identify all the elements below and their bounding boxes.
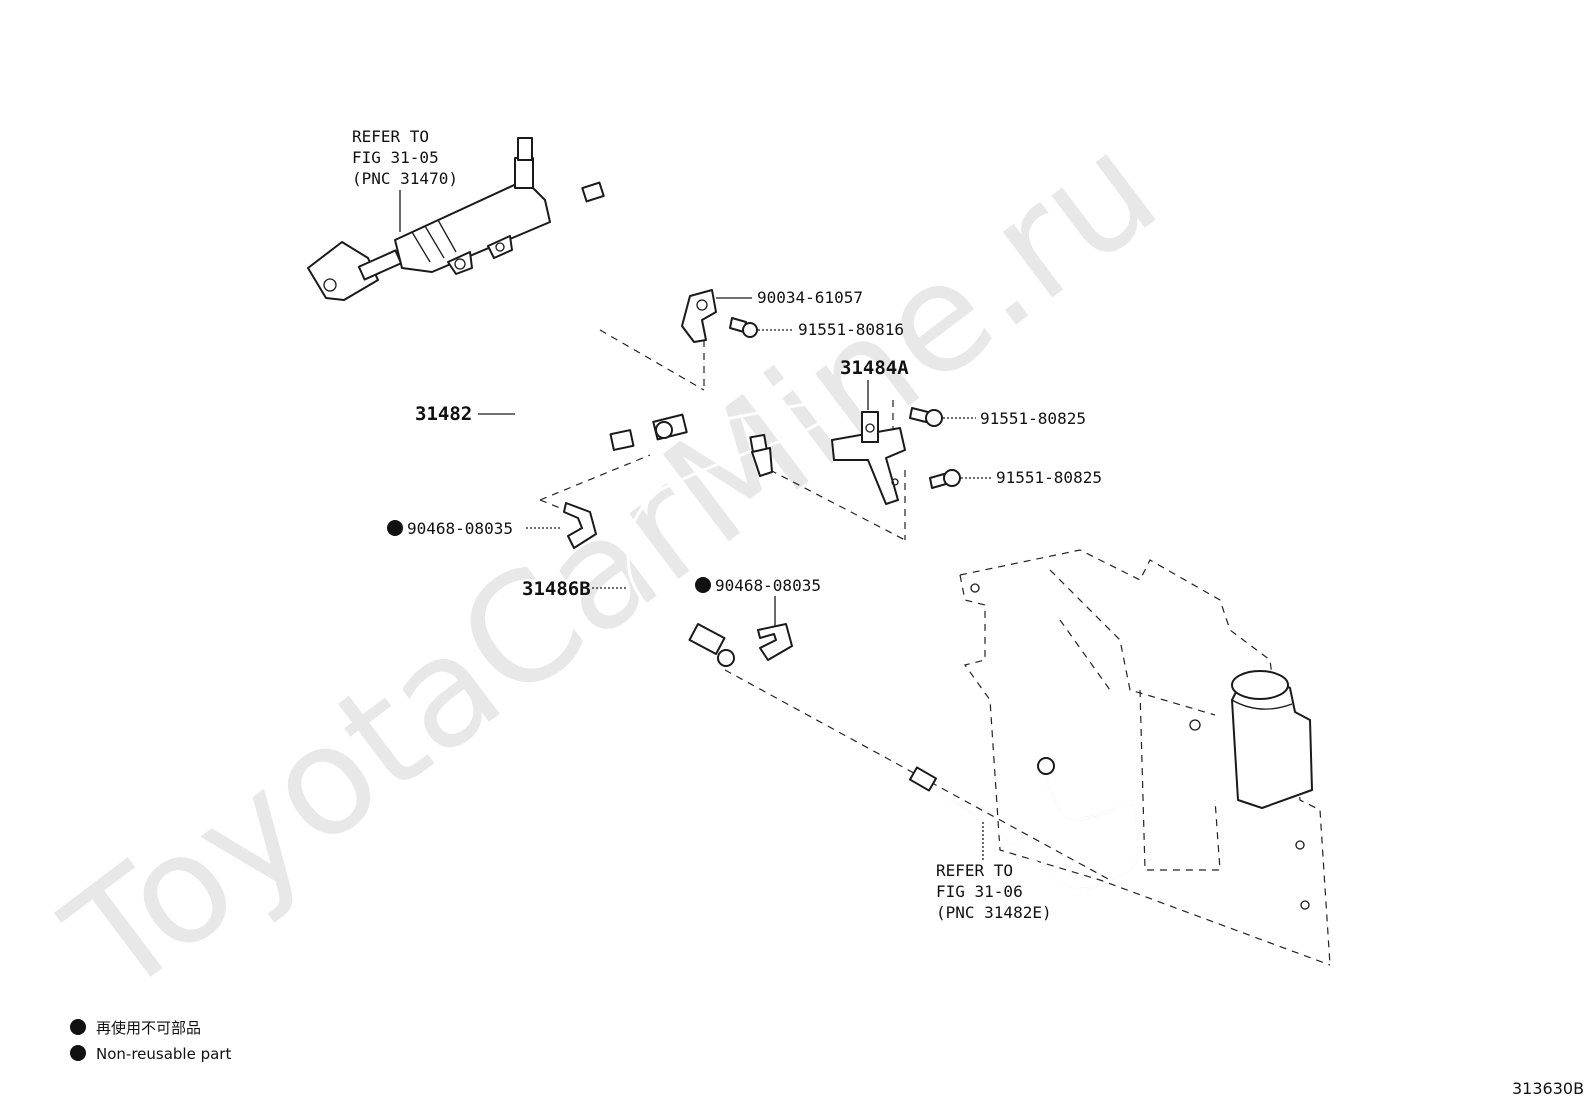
clip-90468-b bbox=[757, 623, 793, 661]
ref-master-line3: (PNC 31470) bbox=[352, 169, 458, 188]
label-90468-08035-a: 90468-08035 bbox=[407, 519, 513, 538]
non-reusable-marker-b bbox=[695, 577, 711, 593]
body-panel-drawing bbox=[959, 549, 1331, 966]
label-31486b: 31486B bbox=[522, 578, 591, 600]
ref-release-line3: (PNC 31482E) bbox=[936, 903, 1052, 922]
label-90034-61057: 90034-61057 bbox=[757, 288, 863, 307]
ref-master-line1: REFER TO bbox=[352, 127, 429, 146]
figure-number: 313630B bbox=[1512, 1079, 1584, 1098]
bracket-90034 bbox=[681, 289, 717, 343]
align-line-8 bbox=[724, 669, 1111, 881]
legend-text-ja: 再使用不可部品 bbox=[96, 1019, 201, 1037]
non-reusable-marker-a bbox=[387, 520, 403, 536]
label-91551-80825-a: 91551-80825 bbox=[980, 409, 1086, 428]
legend-marker-ja bbox=[70, 1019, 86, 1035]
bolt-91551-80825-a bbox=[909, 407, 943, 427]
label-91551-80825-b: 91551-80825 bbox=[996, 468, 1102, 487]
label-91551-80816: 91551-80816 bbox=[798, 320, 904, 339]
align-line-1 bbox=[599, 329, 705, 391]
release-tube-drawing bbox=[908, 757, 1141, 891]
ref-release-line2: FIG 31-06 bbox=[936, 882, 1023, 901]
legend-text-en: Non-reusable part bbox=[96, 1045, 231, 1063]
bolt-91551-80816 bbox=[729, 317, 758, 338]
clip-90468-a bbox=[563, 502, 597, 549]
align-line-3 bbox=[539, 454, 651, 501]
bolt-91551-80825-b bbox=[929, 469, 961, 489]
legend: 再使用不可部品 Non-reusable part bbox=[70, 1019, 231, 1063]
label-90468-08035-b: 90468-08035 bbox=[715, 576, 821, 595]
bracket-31484a bbox=[831, 411, 906, 505]
ref-release-line1: REFER TO bbox=[936, 861, 1013, 880]
legend-marker-en bbox=[70, 1045, 86, 1061]
label-31482: 31482 bbox=[415, 403, 472, 425]
bracket-90034-hole bbox=[696, 299, 708, 311]
hose-31486b-drawing bbox=[626, 402, 831, 667]
ref-master-line2: FIG 31-05 bbox=[352, 148, 439, 167]
label-31484a: 31484A bbox=[840, 357, 909, 379]
master-cylinder-drawing bbox=[307, 137, 551, 301]
tube-31482-drawing bbox=[509, 165, 692, 457]
